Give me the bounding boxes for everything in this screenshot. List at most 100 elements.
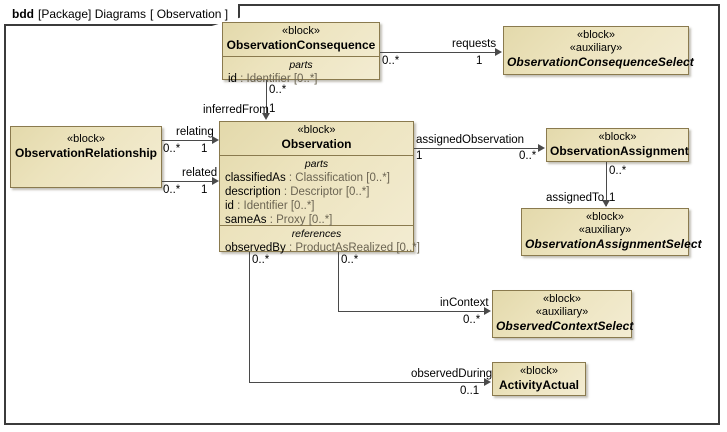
property-row: sameAs : Proxy [0..*] [223,213,410,227]
multiplicity-assignedto-target: 1 [609,192,616,204]
connector-relating-arrowhead [212,136,219,144]
block-name: ObservationConsequence [226,38,376,52]
connector-assignedobservation-arrowhead [538,144,545,152]
stereotype-label: «block» [586,211,624,223]
association-label-inferredfrom: inferredFrom [203,104,269,116]
stereotype-label: «block» [297,124,336,136]
block-observation-consequence-select[interactable]: «block» «auxiliary» ObservationConsequen… [503,26,694,75]
compartment-label: parts [289,59,313,71]
connector-inferredfrom-line [266,80,267,115]
block-name: ObservationAssignmentSelect [525,237,702,251]
connector-incontext-arrowhead [484,307,491,315]
compartment-label: parts [304,158,329,170]
association-label-assignedto: assignedTo [546,192,605,204]
stereotype-label: «block» [543,293,581,305]
block-header: «block» ObservationAssignment [547,129,689,161]
connector-requests-line [380,52,496,53]
multiplicity-assignedobservation-source: 1 [416,150,423,162]
block-name: ObservedContextSelect [496,319,634,333]
multiplicity-related-source: 0..* [163,184,181,196]
multiplicity-requests-target: 1 [476,55,483,67]
association-label-assignedobservation: assignedObservation [416,134,525,146]
stereotype-auxiliary-label: «auxiliary» [569,42,623,54]
stereotype-label: «block» [577,29,615,41]
property-type: : Identifier [0..*] [240,73,318,85]
multiplicity-incontext-target: 0..* [463,314,481,326]
connector-observedduring-arrowhead [484,378,491,386]
connector-related-line [162,181,214,182]
block-observation-assignment-select[interactable]: «block» «auxiliary» ObservationAssignmen… [521,208,702,256]
diagram-frame [4,4,720,425]
stereotype-label: «block» [598,131,637,143]
block-observation[interactable]: «block» Observation parts classifiedAs :… [219,121,420,254]
property-row: description : Descriptor [0..*] [223,185,410,199]
block-header: «block» «auxiliary» ObservationAssignmen… [522,209,702,255]
stereotype-auxiliary-label: «auxiliary» [535,306,589,318]
property-name: observedBy [225,242,286,254]
association-label-relating: relating [176,126,214,138]
block-name: Observation [281,137,352,151]
property-name: sameAs [225,214,267,226]
multiplicity-assignedto-source: 0..* [609,165,627,177]
diagram-name: [ Observation ] [150,7,229,21]
property-name: classifiedAs [225,172,286,184]
references-compartment: references observedBy : ProductAsRealize… [220,225,420,258]
block-observation-relationship[interactable]: «block» ObservationRelationship [10,126,162,188]
multiplicity-incontext-source: 0..* [341,254,359,266]
multiplicity-relating-source: 0..* [163,143,181,155]
connector-relating-line [162,140,214,141]
block-observed-context-select[interactable]: «block» «auxiliary» ObservedContextSelec… [492,290,634,338]
property-row: id : Identifier [0..*] [223,199,410,213]
multiplicity-related-target: 1 [201,184,208,196]
property-type: : ProductAsRealized [0..*] [288,242,420,254]
multiplicity-assignedobservation-target: 0..* [519,150,537,162]
block-header: «block» ObservationConsequence [223,23,379,56]
block-header: «block» «auxiliary» ObservedContextSelec… [493,291,634,337]
multiplicity-observedduring-source: 0..* [252,254,270,266]
property-row: classifiedAs : Classification [0..*] [223,171,410,185]
block-header: «block» Observation [220,122,413,155]
property-type: : Proxy [0..*] [269,214,333,226]
multiplicity-inferredfrom-source: 0..* [269,84,287,96]
diagram-kind: bdd [12,7,34,21]
multiplicity-requests-source: 0..* [382,55,400,67]
association-label-requests: requests [452,38,497,50]
connector-assignedto-line [606,162,607,206]
property-row: observedBy : ProductAsRealized [0..*] [223,241,420,255]
connector-observedduring-hline [249,382,486,383]
block-observation-assignment[interactable]: «block» ObservationAssignment [546,128,689,162]
property-type: : Identifier [0..*] [237,200,315,212]
stereotype-label: «block» [282,25,320,37]
compartment-label: references [291,228,342,240]
property-name: description [225,186,281,198]
connector-assignedobservation-line [414,148,539,149]
multiplicity-relating-target: 1 [201,143,208,155]
multiplicity-observedduring-target: 0..1 [460,385,480,397]
property-type: : Descriptor [0..*] [283,186,370,198]
property-type: : Classification [0..*] [288,172,390,184]
connector-observedduring-vline [249,252,250,383]
block-name: ObservationAssignment [550,144,689,158]
connector-incontext-hline [338,311,486,312]
block-name: ActivityActual [498,378,580,392]
block-name: ObservationConsequenceSelect [507,55,694,69]
diagram-qualifier: [Package] Diagrams [38,7,147,21]
connector-incontext-vline [338,252,339,312]
block-name: ObservationRelationship [14,146,158,160]
block-activity-actual[interactable]: «block» ActivityActual [492,362,586,396]
association-label-related: related [182,167,218,179]
block-header: «block» «auxiliary» ObservationConsequen… [504,27,694,74]
association-label-incontext: inContext [440,297,489,309]
block-header: «block» ObservationRelationship [11,127,161,187]
connector-assignedto-arrowhead [602,200,610,207]
association-label-observedduring: observedDuring [411,368,493,380]
property-name: id [228,73,237,85]
block-observation-consequence[interactable]: «block» ObservationConsequence parts id … [222,22,380,85]
stereotype-auxiliary-label: «auxiliary» [578,224,632,236]
multiplicity-inferredfrom-target: 1 [269,103,276,115]
connector-related-arrowhead [212,177,219,185]
property-row: id : Identifier [0..*] [226,72,376,86]
stereotype-label: «block» [520,365,558,377]
property-name: id [225,200,234,212]
